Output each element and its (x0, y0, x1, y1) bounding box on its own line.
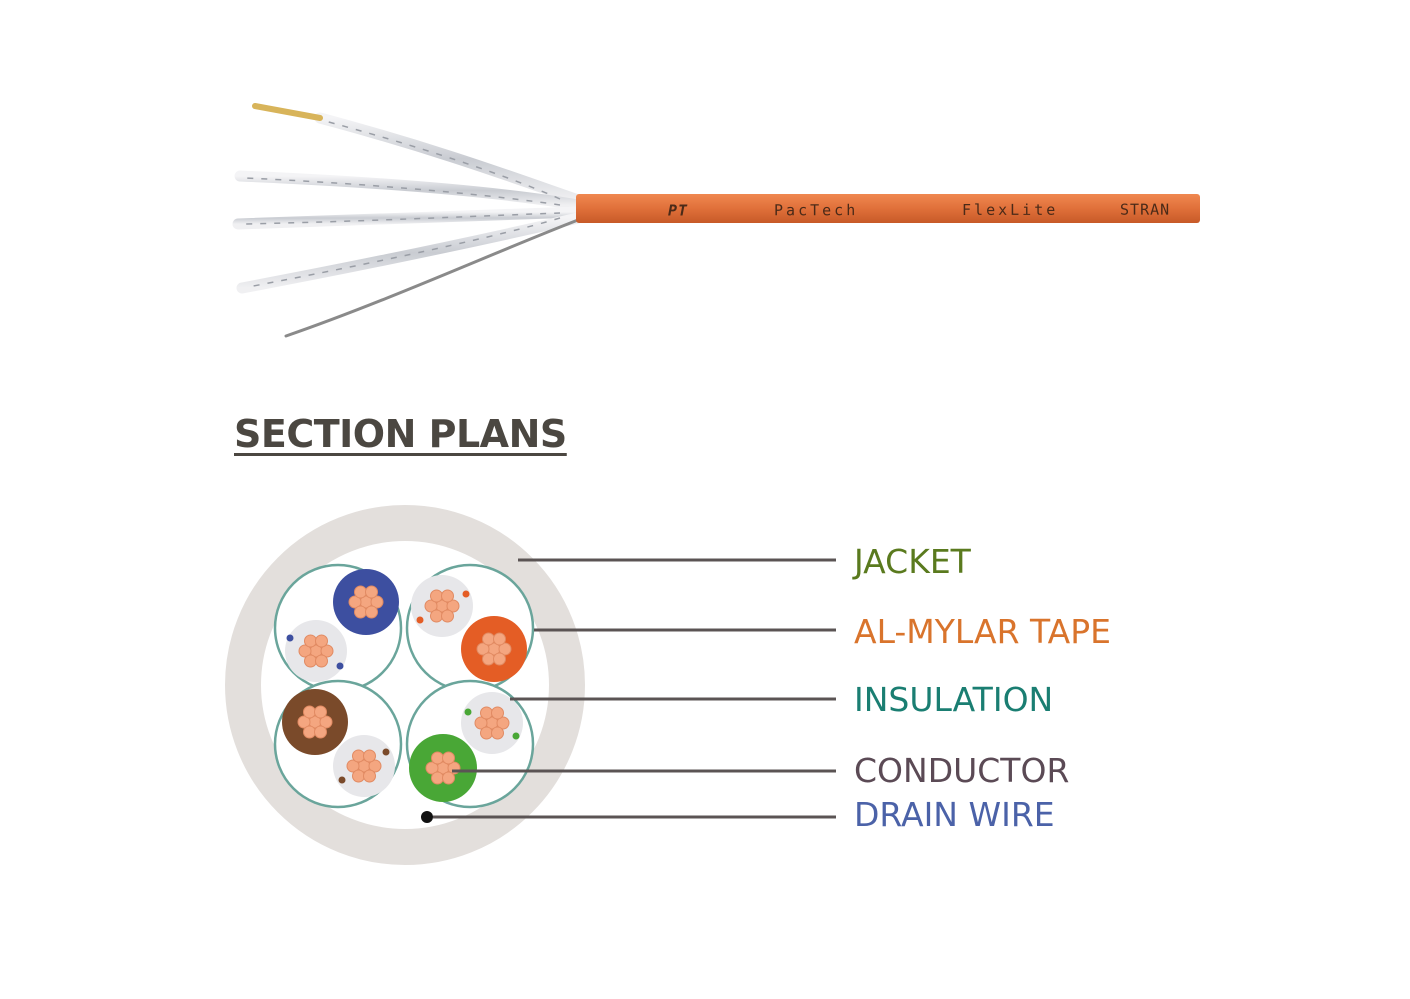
label-al-mylar-tape: AL-MYLAR TAPE (854, 612, 1111, 651)
label-insulation: INSULATION (854, 680, 1054, 719)
cable-photo (232, 103, 1200, 338)
pair-green (405, 679, 535, 809)
foil-pairs (232, 103, 584, 338)
drain-wire (421, 811, 433, 823)
leader-lines (433, 558, 836, 819)
cable-jacket (576, 194, 1200, 223)
label-jacket: JACKET (854, 542, 971, 581)
pair-brown (273, 679, 403, 809)
label-conductor: CONDUCTOR (854, 751, 1070, 790)
pair-orange (405, 563, 535, 693)
pair-blue (273, 563, 403, 693)
section-title: SECTION PLANS (234, 412, 567, 456)
label-drain-wire: DRAIN WIRE (854, 795, 1055, 834)
jacket-ring (225, 505, 585, 865)
